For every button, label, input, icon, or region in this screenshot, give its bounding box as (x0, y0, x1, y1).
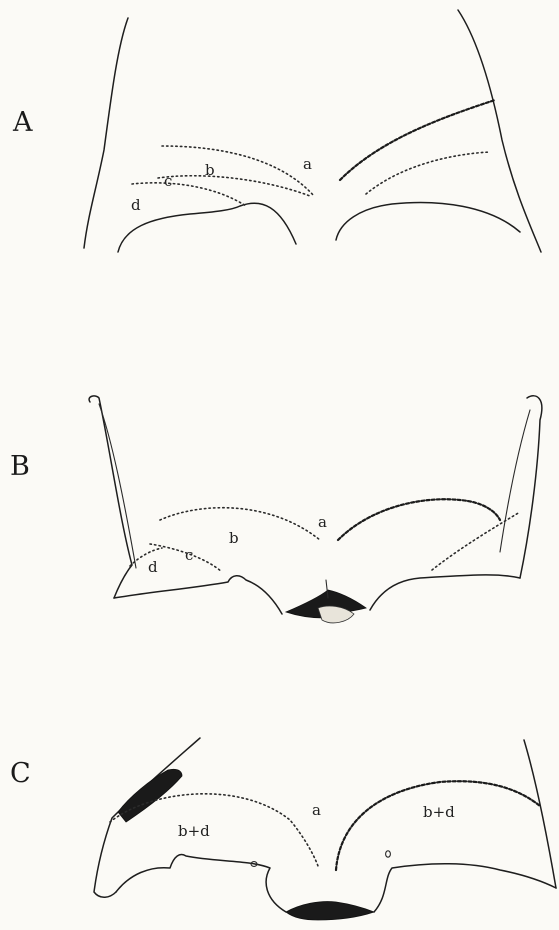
panel-b-label-b: b (229, 529, 239, 547)
panel-c-right-upper-edge (524, 740, 556, 888)
panel-b-right-wing-outer (520, 396, 542, 578)
panel-b: B a b c d (10, 396, 542, 623)
panel-b-suture-right-lower (432, 512, 520, 570)
panel-b-lower-right (370, 575, 520, 610)
panel-a-suture-b-left (158, 176, 310, 196)
panel-c-suture-right (336, 781, 540, 870)
panel-c-label-b-right: b+d (423, 803, 455, 821)
panel-a-label-c: c (164, 172, 172, 190)
panel-c-foramen-right (386, 851, 391, 857)
panel-c-left-blot (118, 769, 182, 822)
panel-b-label-c: c (185, 546, 193, 564)
panel-b-lower-left (114, 576, 282, 614)
panel-a-left-outline (84, 18, 128, 248)
panel-a: A a b c d (12, 10, 541, 252)
panel-a-label-a: a (303, 155, 312, 173)
panel-c-label-b-left: b+d (178, 822, 210, 840)
panel-c-left-upper-edge (94, 738, 200, 897)
panel-b-suture-a-right (338, 499, 500, 540)
panel-a-right-arc (336, 202, 520, 240)
panel-b-label-a: a (318, 513, 327, 531)
panel-b-label-d: d (148, 558, 158, 576)
panel-c: C a b+d b+d (10, 738, 556, 920)
panel-c-lower-right (374, 864, 556, 912)
panel-a-suture-b-right (366, 152, 490, 194)
panel-a-label-b: b (205, 161, 215, 179)
panel-a-label-d: d (131, 196, 141, 214)
panel-a-suture-a-left (162, 146, 314, 196)
panel-c-label-a: a (312, 801, 321, 819)
panel-c-lower-left (116, 855, 286, 913)
panel-b-left-wing-outer (89, 396, 132, 598)
panel-b-right-wing-inner (500, 410, 530, 552)
panel-a-left-arc (118, 203, 296, 252)
panel-a-suture-a-right (340, 100, 495, 180)
panel-a-suture-c (132, 183, 246, 206)
panel-b-suture-a-left (160, 508, 320, 540)
panel-c-central-blot (286, 901, 374, 920)
panel-a-right-outline (458, 10, 541, 252)
panel-letter-b: B (10, 451, 30, 482)
panel-letter-a: A (12, 107, 33, 138)
panel-letter-c: C (10, 758, 31, 789)
